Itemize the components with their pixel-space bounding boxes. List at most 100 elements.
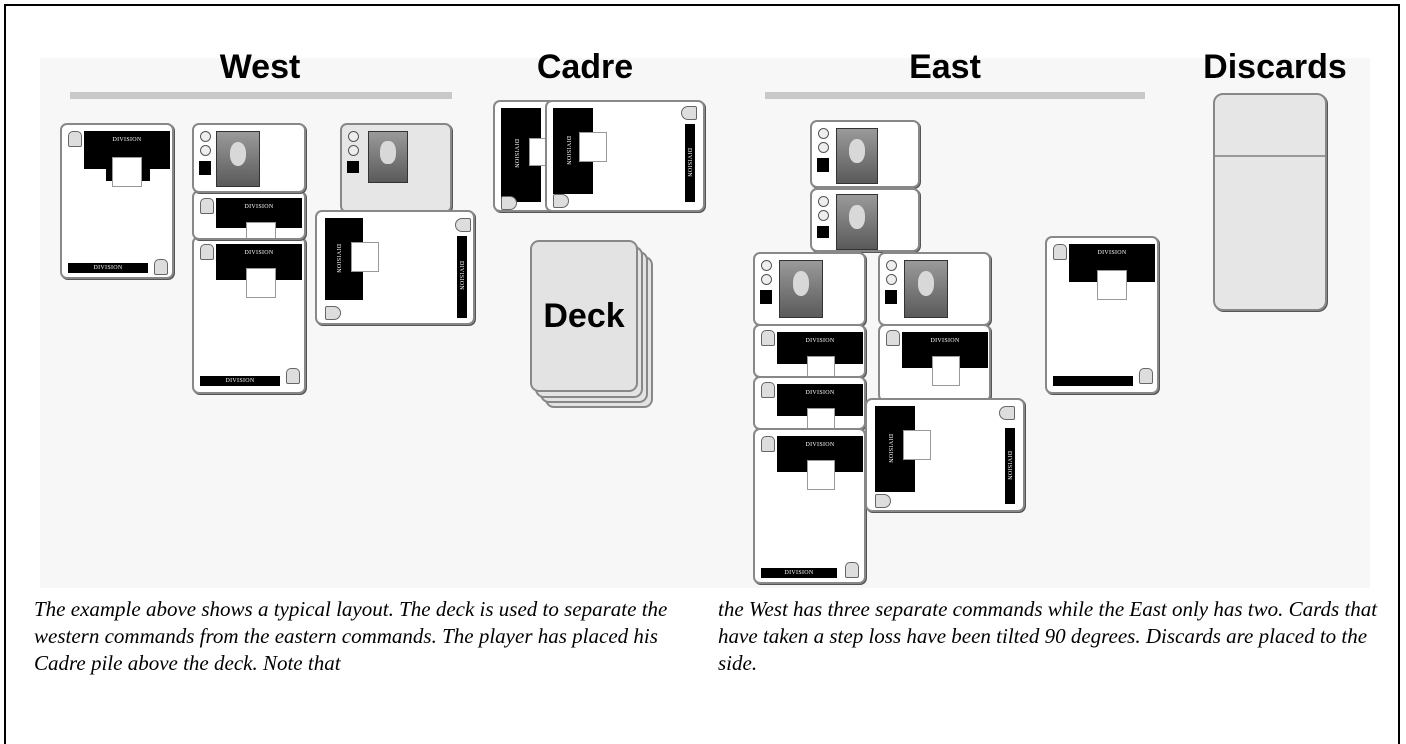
leader-nameplate	[948, 264, 988, 304]
east-division-card[interactable]: DIVISION DIVISION	[753, 428, 866, 584]
footer-label: DIVISION	[686, 148, 692, 178]
unit-icon	[875, 494, 891, 508]
east-division-card[interactable]: DIVISION	[753, 376, 866, 430]
page-frame	[4, 4, 1400, 744]
unit-icon	[886, 330, 900, 346]
cadre-heading: Cadre	[536, 48, 634, 86]
discards-heading: Discards	[1203, 48, 1347, 86]
unit-icon	[501, 196, 517, 210]
leader-nameplate	[823, 264, 863, 304]
unit-icon	[761, 382, 775, 398]
division-label: DIVISION	[565, 136, 571, 166]
unit-icon	[553, 194, 569, 208]
rating-icon	[348, 131, 359, 142]
strength-box	[351, 242, 379, 272]
leader-portrait	[216, 131, 260, 187]
unit-icon	[68, 131, 82, 147]
west-leader-card[interactable]	[192, 123, 306, 193]
west-heading: West	[219, 48, 301, 86]
division-label: DIVISION	[244, 250, 274, 256]
footer-label: DIVISION	[784, 570, 814, 576]
east-division-card[interactable]: DIVISION	[1045, 236, 1159, 394]
leader-nameplate	[408, 135, 448, 175]
discard-pile[interactable]	[1213, 93, 1327, 311]
rating-icon	[818, 196, 829, 207]
division-label: DIVISION	[805, 390, 835, 396]
division-footer: DIVISION	[200, 376, 280, 386]
strength-box	[807, 408, 835, 428]
leader-portrait	[836, 194, 878, 250]
west-tilted-division-card[interactable]: DIVISION DIVISION	[315, 210, 475, 325]
east-leader-card[interactable]	[810, 188, 920, 252]
footer-label: DIVISION	[1006, 451, 1012, 481]
division-label: DIVISION	[244, 204, 274, 210]
footer-label: DIVISION	[225, 378, 255, 384]
division-footer: DIVISION	[761, 568, 837, 578]
division-footer: DIVISION	[457, 236, 467, 318]
unit-icon	[761, 330, 775, 346]
east-tilted-division-card[interactable]: DIVISION DIVISION	[865, 398, 1025, 512]
division-label: DIVISION	[112, 137, 142, 143]
leader-portrait	[779, 260, 823, 318]
unit-icon	[286, 368, 300, 384]
west-leader-card[interactable]	[340, 123, 452, 213]
west-division-card[interactable]: DIVISION	[192, 190, 306, 240]
leader-nameplate	[878, 132, 918, 172]
rating-icon	[200, 131, 211, 142]
strength-box	[112, 157, 142, 187]
rating-icon	[886, 274, 897, 285]
division-banner: DIVISION	[216, 198, 302, 228]
east-leader-card[interactable]	[810, 120, 920, 188]
rating-icon	[761, 274, 772, 285]
division-label: DIVISION	[335, 244, 341, 274]
unit-icon	[200, 198, 214, 214]
strength-box	[903, 430, 931, 460]
unit-icon	[761, 436, 775, 452]
leader-nameplate	[260, 137, 304, 177]
unit-icon	[200, 244, 214, 260]
east-division-card[interactable]: DIVISION	[878, 324, 991, 402]
strength-box	[807, 460, 835, 490]
strength-box	[246, 268, 276, 298]
flag-icon	[817, 158, 829, 172]
deck-pile[interactable]: Deck	[530, 240, 638, 392]
unit-icon	[455, 218, 471, 232]
east-leader-card[interactable]	[753, 252, 866, 326]
rating-icon	[761, 260, 772, 271]
rating-icon	[348, 145, 359, 156]
leader-portrait	[368, 131, 408, 183]
leader-portrait	[836, 128, 878, 184]
rating-icon	[818, 210, 829, 221]
division-banner: DIVISION	[902, 332, 988, 368]
west-division-card[interactable]: DIVISION DIVISION	[60, 123, 174, 279]
division-label: DIVISION	[805, 442, 835, 448]
division-label: DIVISION	[513, 139, 519, 169]
west-division-card[interactable]: DIVISION DIVISION	[192, 236, 306, 394]
division-footer: DIVISION	[1005, 428, 1015, 504]
division-footer: DIVISION	[68, 263, 148, 273]
unit-icon	[681, 106, 697, 120]
strength-box	[1097, 270, 1127, 300]
discard-divider	[1215, 155, 1325, 157]
east-heading: East	[909, 48, 981, 86]
east-leader-card[interactable]	[878, 252, 991, 326]
division-footer: DIVISION	[685, 124, 695, 202]
division-label: DIVISION	[887, 434, 893, 464]
strength-box	[932, 356, 960, 386]
caption-left: The example above shows a typical layout…	[34, 597, 668, 675]
east-division-card[interactable]: DIVISION	[753, 324, 866, 378]
cadre-card[interactable]: DIVISION DIVISION	[545, 100, 705, 212]
flag-icon	[199, 161, 211, 175]
unit-icon	[1139, 368, 1153, 384]
flag-icon	[760, 290, 772, 304]
unit-icon	[845, 562, 859, 578]
rating-icon	[818, 128, 829, 139]
unit-icon	[325, 306, 341, 320]
division-banner: DIVISION	[501, 108, 541, 202]
division-footer	[1053, 376, 1133, 386]
flag-icon	[817, 226, 829, 238]
east-bar	[765, 92, 1145, 99]
caption-right: the West has three separate commands whi…	[718, 597, 1378, 675]
strength-box	[246, 222, 276, 238]
unit-icon	[1053, 244, 1067, 260]
